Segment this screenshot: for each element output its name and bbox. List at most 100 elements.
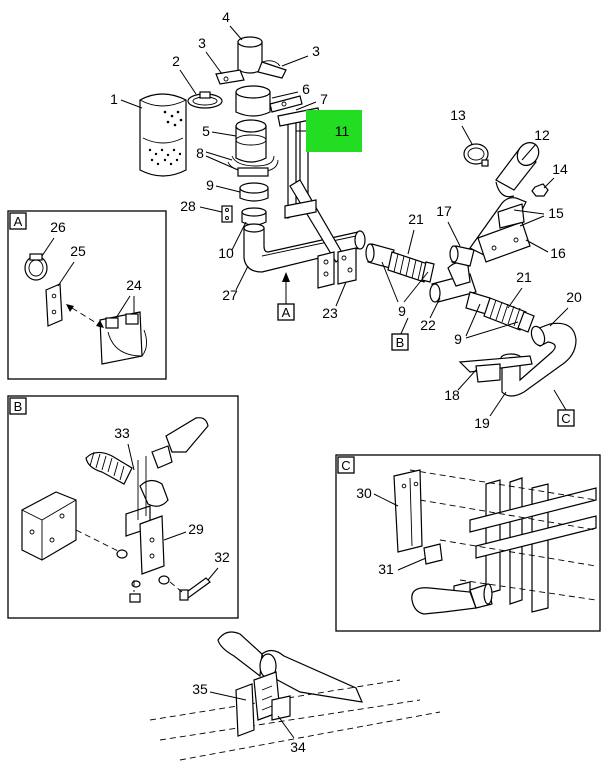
leader-line [179,69,197,95]
view-ref-box [391,333,409,351]
view-ref-arrow [399,317,409,337]
view-ref-a[interactable]: A [282,305,291,320]
leader-line [513,209,545,215]
view-ref-b[interactable]: B [396,335,405,350]
callout-30: 30 [356,485,372,501]
arrow-head-icon [96,320,104,328]
callout-4: 4 [222,9,230,25]
leader-line [457,369,477,391]
callout-15: 15 [548,205,564,221]
leader-line [461,125,473,145]
detail-view-c: C 30 31 [335,454,601,632]
leader-line [549,307,569,327]
flex-hose-part [365,243,435,283]
leader-line [205,51,223,75]
callout-16: 16 [550,245,566,261]
angle-bracket-part [458,355,533,383]
vertical-bracket-part [393,469,423,553]
highlighted-part-marker[interactable] [306,110,362,152]
detail-c-label: C [341,458,350,473]
leader-line [465,321,519,339]
callout-14: 14 [552,161,568,177]
leader-line [521,143,537,161]
leader-line [271,91,299,99]
detail-view-b: B 33 [7,395,239,619]
leader-line [543,177,555,189]
callout-25: 25 [70,243,86,259]
leader-line [115,295,131,319]
leader-line [525,239,549,253]
callout-3b: 3 [312,43,320,59]
callout-29: 29 [188,521,204,537]
leader-line [429,297,441,319]
hose-clamp-part [463,143,489,167]
frame-rail-part [409,469,597,613]
assembly-line [71,307,99,325]
callout-10: 10 [218,245,234,261]
exhaust-elbow-part [411,583,493,615]
bracket-part [215,69,245,85]
small-plate-part [221,205,233,223]
callout-2: 2 [172,53,180,69]
leader-line [120,99,143,109]
mounting-plate-part [317,247,357,289]
leader-line [57,261,75,287]
leader-line [489,391,507,417]
detail-view-a: A 26 25 24 [7,210,167,380]
leader-line [407,229,415,255]
leader-line [281,55,309,67]
leader-line [465,303,481,337]
muffler-outlet-part [235,85,303,163]
leader-line [41,237,55,257]
callout-9: 9 [206,177,214,193]
pipe-clamp-part [239,182,269,226]
callout-31: 31 [378,561,394,577]
callout-21: 21 [408,211,424,227]
mounting-bracket-part [21,491,77,561]
leader-line [381,261,399,303]
callout-5: 5 [202,123,210,139]
leader-line [229,25,243,41]
leader-line [199,206,223,213]
assembly-line [75,529,183,593]
band-clamp-part [187,91,223,109]
top-pipe-part [237,36,287,79]
detail-b-label: B [14,399,23,414]
leader-line [211,131,237,137]
leader-line [373,493,399,507]
leader-line [335,281,347,307]
callout-7: 7 [320,91,328,107]
leader-line [235,265,249,291]
leader-line [205,151,233,161]
clamp-ring-part [24,253,48,281]
callout-35: 35 [192,681,208,697]
callout-32: 32 [214,549,230,565]
leader-line [519,215,545,227]
leader-line [207,567,219,581]
arrow-head-icon [66,304,74,312]
callout-9c: 9 [454,331,462,347]
flex-pipe-part [85,417,209,507]
view-ref-c[interactable]: C [561,411,570,426]
callout-33: 33 [114,425,130,441]
callout-1: 1 [110,91,118,107]
heat-shield-part [139,93,187,177]
callout-34: 34 [290,739,306,755]
leader-line [205,155,239,171]
leader-line [397,557,427,571]
view-ref-arrow [553,389,567,411]
callout-18: 18 [444,387,460,403]
bottom-assembly-view: 35 34 [149,631,441,761]
pipe-support-part [125,456,165,575]
leader-line [215,185,241,193]
callout-6: 6 [302,81,310,97]
u-bolt-assembly-part [99,311,147,365]
callout-23: 23 [322,305,338,321]
leader-line [127,443,135,471]
nut-part [531,183,549,197]
callout-12: 12 [534,127,550,143]
leader-line [209,691,247,701]
leader-line [447,221,461,247]
callout-11[interactable]: 11 [335,123,350,139]
